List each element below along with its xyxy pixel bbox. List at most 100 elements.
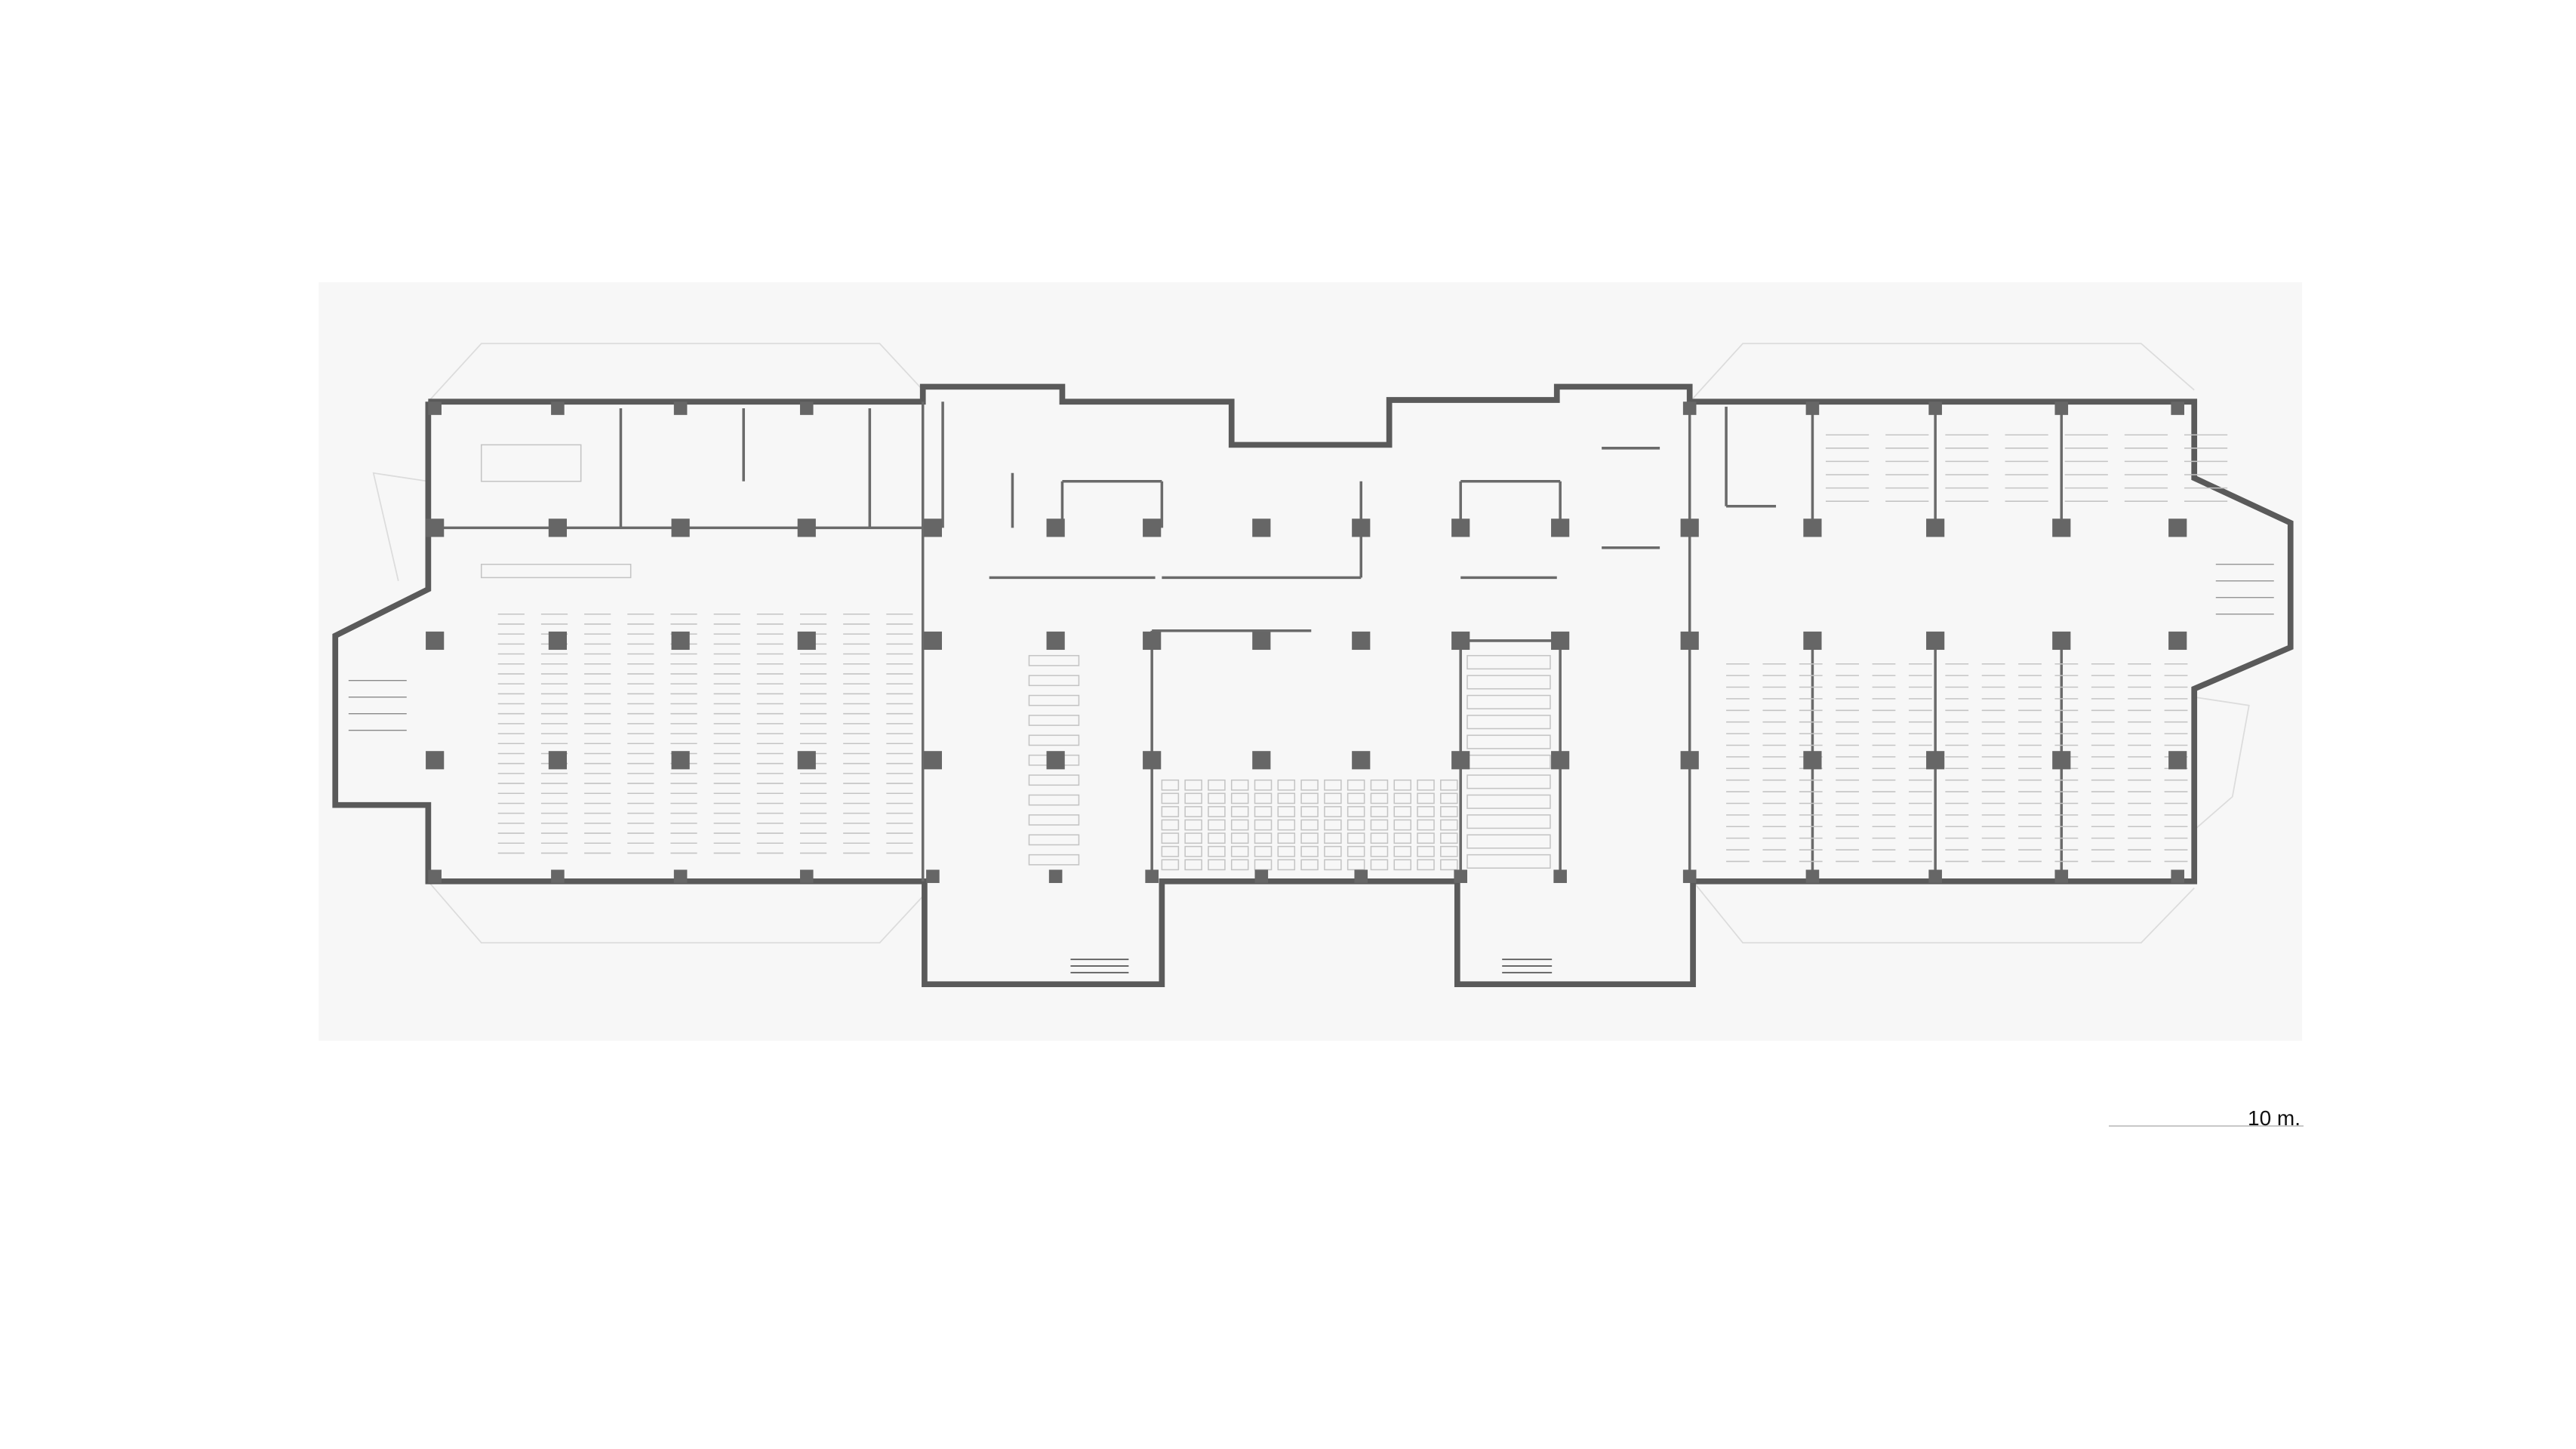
exterior-walls: [332, 383, 2294, 988]
seat-row: [1467, 834, 1551, 849]
seat: [1254, 806, 1273, 817]
counter: [480, 563, 632, 579]
column: [2052, 631, 2071, 651]
seat: [1230, 806, 1249, 817]
column: [426, 751, 445, 770]
column: [2052, 518, 2071, 537]
column: [923, 518, 942, 537]
column: [1803, 631, 1822, 651]
seat: [1300, 792, 1319, 804]
column: [1454, 869, 1468, 884]
column: [1143, 518, 1162, 537]
seat: [1393, 806, 1412, 817]
seat-row: [1467, 734, 1551, 749]
seat: [1300, 832, 1319, 844]
column: [673, 869, 688, 884]
column: [926, 869, 940, 884]
stair-left: [348, 680, 407, 731]
table: [1028, 774, 1080, 786]
table: [1028, 834, 1080, 846]
column: [797, 751, 816, 770]
seat: [1324, 819, 1342, 831]
column: [1046, 518, 1065, 537]
seat: [1370, 779, 1389, 791]
seat: [1254, 792, 1273, 804]
seat: [1324, 806, 1342, 817]
seat: [1393, 859, 1412, 871]
seat: [1370, 859, 1389, 871]
seat: [1184, 779, 1202, 791]
column: [671, 751, 690, 770]
furniture-details: [480, 434, 2228, 871]
column: [1354, 869, 1368, 884]
seat: [1277, 845, 1296, 857]
table: [1028, 814, 1080, 826]
column: [426, 631, 445, 651]
seat: [1300, 859, 1319, 871]
seat: [1346, 845, 1365, 857]
table: [1028, 734, 1080, 746]
scale-bar-label: 10 m.: [2248, 1106, 2301, 1130]
seat: [1346, 806, 1365, 817]
seat-row: [1467, 675, 1551, 690]
column: [1048, 869, 1063, 884]
seat: [1440, 819, 1458, 831]
column: [428, 869, 442, 884]
column: [1682, 869, 1697, 884]
column: [1551, 518, 1570, 537]
plan-background-panel: [319, 281, 2303, 1041]
scale-bar-line: [2109, 1125, 2304, 1127]
seat: [1370, 832, 1389, 844]
seat: [1370, 845, 1389, 857]
seat: [1370, 806, 1389, 817]
seat: [1440, 859, 1458, 871]
seat: [1208, 779, 1226, 791]
column: [1551, 751, 1570, 770]
table: [1028, 794, 1080, 806]
column: [1551, 631, 1570, 651]
seat: [1440, 806, 1458, 817]
site-outline: [372, 343, 2250, 944]
column: [1254, 869, 1269, 884]
seat: [1277, 806, 1296, 817]
seat: [1161, 845, 1180, 857]
seat: [1417, 845, 1435, 857]
seat: [1277, 859, 1296, 871]
column: [1143, 631, 1162, 651]
seat: [1161, 779, 1180, 791]
column: [671, 631, 690, 651]
seat: [1184, 832, 1202, 844]
seat: [1208, 792, 1226, 804]
column: [1680, 631, 1699, 651]
seat: [1230, 792, 1249, 804]
column: [1926, 631, 1945, 651]
column: [923, 751, 942, 770]
seat: [1184, 806, 1202, 817]
seat: [1184, 859, 1202, 871]
seat: [1440, 779, 1458, 791]
seat: [1324, 845, 1342, 857]
column: [799, 869, 814, 884]
seat: [1440, 792, 1458, 804]
seat: [1300, 845, 1319, 857]
seat: [1300, 806, 1319, 817]
column: [2171, 869, 2185, 884]
column: [1928, 869, 1942, 884]
column: [923, 631, 942, 651]
seat: [1184, 845, 1202, 857]
seat: [1230, 845, 1249, 857]
seat: [1417, 806, 1435, 817]
seat: [1417, 832, 1435, 844]
seat: [1161, 792, 1180, 804]
column: [1451, 751, 1470, 770]
column: [799, 401, 814, 415]
column: [1928, 401, 1942, 415]
column: [2168, 518, 2187, 537]
seat: [1254, 819, 1273, 831]
seat: [1277, 832, 1296, 844]
seat: [1208, 845, 1226, 857]
seat: [1300, 779, 1319, 791]
seat: [1300, 819, 1319, 831]
seat: [1324, 832, 1342, 844]
